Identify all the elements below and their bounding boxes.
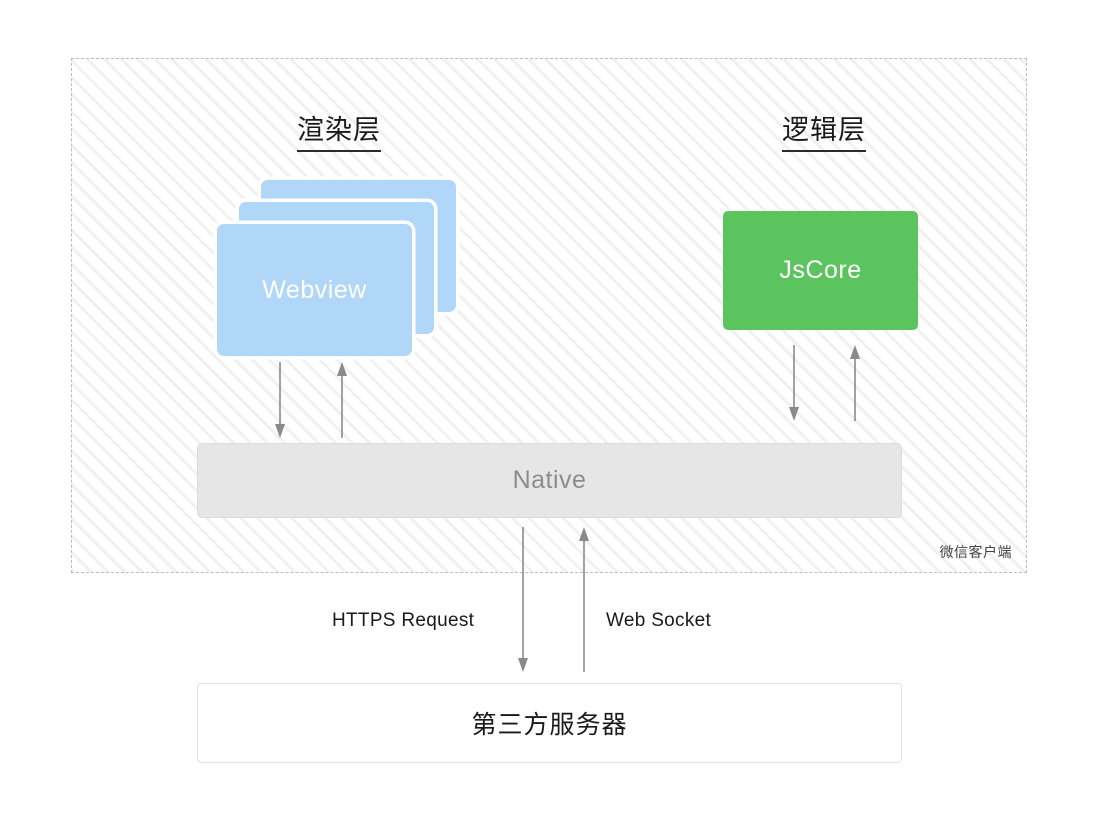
arrow-server-to-native	[576, 527, 592, 672]
arrow-native-to-jscore	[847, 345, 863, 421]
jscore-label: JsCore	[779, 256, 862, 284]
native-label: Native	[512, 466, 587, 494]
native-bar: Native	[197, 443, 902, 518]
arrow-native-to-server	[515, 527, 531, 672]
webview-card-front: Webview	[217, 224, 412, 356]
third-party-server-label: 第三方服务器	[471, 711, 628, 739]
webview-label: Webview	[262, 275, 367, 304]
jscore-box: JsCore	[723, 211, 918, 330]
third-party-server-box: 第三方服务器	[197, 683, 902, 763]
connection-label-web-socket: Web Socket	[606, 610, 712, 631]
webview-stack: Webview	[217, 180, 456, 358]
arrow-webview-to-native	[272, 362, 288, 438]
section-title-logic-layer: 逻辑层	[782, 108, 866, 152]
wechat-client-label: 微信客户端	[939, 544, 1012, 560]
section-title-render-layer: 渲染层	[297, 108, 381, 152]
arrow-jscore-to-native	[786, 345, 802, 421]
arrow-native-to-webview	[334, 362, 350, 438]
connection-label-https-request: HTTPS Request	[332, 610, 475, 631]
